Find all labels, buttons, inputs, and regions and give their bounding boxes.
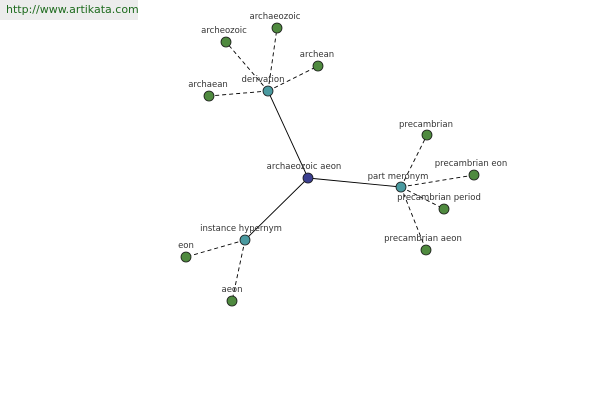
nodes-layer (180, 22, 480, 307)
label-term-archeozoic: archeozoic (201, 26, 247, 36)
node-term-archeozoic[interactable] (220, 36, 232, 48)
label-term-archaean: archaean (188, 80, 228, 90)
edge-part-meronym-precambrian-eon (400, 174, 475, 188)
edge-derivation-archean (267, 65, 319, 92)
label-term-archaeozoic: archaeozoic (250, 12, 301, 22)
label-term-eon: eon (178, 241, 194, 251)
edge-center-part-meronym (307, 177, 402, 188)
node-term-archaean[interactable] (203, 90, 215, 102)
edge-instance-hypernym-aeon (231, 239, 246, 302)
label-relation-derivation: derivation (241, 75, 284, 85)
label-term-aeon: aeon (221, 285, 242, 295)
label-term-precambrian: precambrian (399, 120, 453, 130)
edge-instance-hypernym-eon (185, 239, 246, 258)
edge-center-instance-hypernym (244, 177, 309, 241)
edge-derivation-archaeozoic (267, 27, 278, 92)
edge-part-meronym-precambrian-aeon (400, 186, 427, 251)
node-center[interactable] (302, 172, 314, 184)
node-term-precambrian-period[interactable] (438, 203, 450, 215)
node-term-archean[interactable] (312, 60, 324, 72)
label-term-precambrian-period: precambrian period (397, 193, 481, 203)
label-center: archaeozoic aeon (267, 162, 342, 172)
node-relation-derivation[interactable] (262, 85, 274, 97)
node-term-archaeozoic[interactable] (271, 22, 283, 34)
label-term-precambrian-aeon: precambrian aeon (384, 234, 462, 244)
labels-layer: archaeozoic aeonderivationarchaeozoicarc… (178, 12, 507, 295)
label-term-archean: archean (300, 50, 334, 60)
node-term-precambrian-aeon[interactable] (420, 244, 432, 256)
label-term-precambrian-eon: precambrian eon (435, 159, 507, 169)
label-relation-instance-hypernym: instance hypernym (200, 224, 282, 234)
node-term-eon[interactable] (180, 251, 192, 263)
edge-derivation-archaean (208, 90, 269, 97)
node-term-precambrian-eon[interactable] (468, 169, 480, 181)
edge-part-meronym-precambrian-period (400, 186, 445, 210)
node-term-precambrian[interactable] (421, 129, 433, 141)
edge-center-derivation (267, 90, 309, 179)
edge-part-meronym-precambrian (400, 134, 428, 188)
node-term-aeon[interactable] (226, 295, 238, 307)
site-url-watermark[interactable]: http://www.artikata.com (0, 0, 138, 20)
node-relation-part-meronym[interactable] (395, 181, 407, 193)
edge-derivation-archeozoic (225, 41, 269, 92)
node-relation-instance-hypernym[interactable] (239, 234, 251, 246)
label-relation-part-meronym: part meronym (368, 172, 429, 182)
edges-layer (185, 27, 475, 302)
